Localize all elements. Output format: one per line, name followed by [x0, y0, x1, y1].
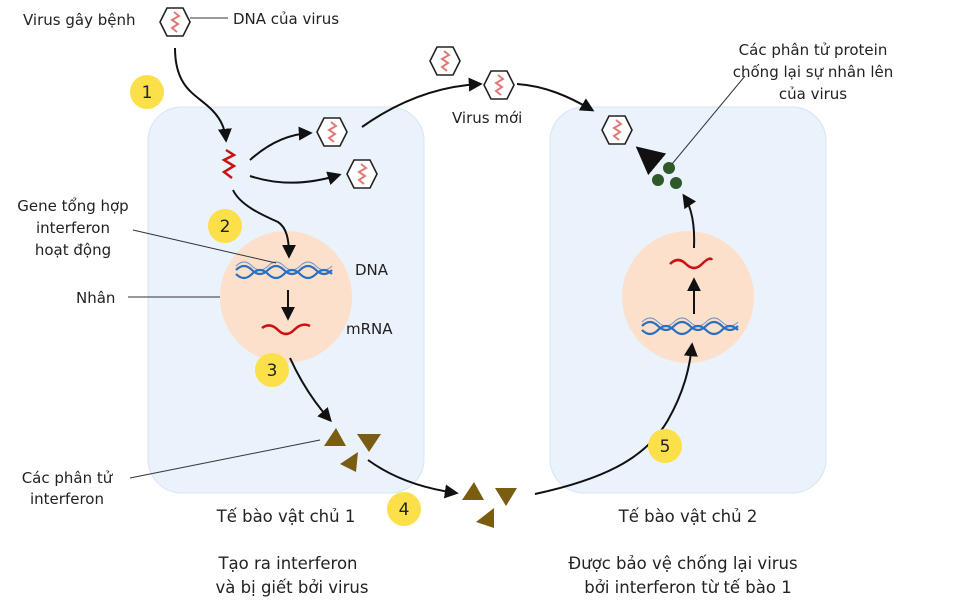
- new-virus-label: Virus mới: [452, 109, 522, 127]
- arrow-secretion: [367, 459, 459, 499]
- blocked-virus-icon: [601, 115, 633, 145]
- interferon-label-line-1: Các phân tử: [22, 469, 114, 487]
- dna-icon: [641, 317, 739, 336]
- mrna-icon: [261, 323, 311, 336]
- interferon-pointer: [129, 439, 321, 479]
- block-arrow: [635, 146, 667, 176]
- arrow-entry: [174, 47, 232, 143]
- step-badge-3: 3: [255, 353, 289, 387]
- nucleus-cell-1: [220, 231, 352, 363]
- arrow-signal-cell-2: [534, 342, 698, 495]
- virus-copy-icon: [316, 117, 348, 147]
- mrna-icon: [669, 257, 714, 270]
- nucleus-cell-2: [622, 231, 754, 363]
- virus-copy-icon: [346, 159, 378, 189]
- antiviral-protein-label-line-3: của virus: [779, 85, 847, 103]
- cell-1-title: Tế bào vật chủ 1: [216, 507, 356, 526]
- protein-pointer: [671, 75, 746, 165]
- step-badge-1: 1: [130, 75, 164, 109]
- cell-1-caption-line-1: Tạo ra interferon: [217, 554, 357, 573]
- mrna-label: mRNA: [346, 320, 393, 338]
- new-virus-icon: [483, 70, 515, 100]
- arrow-to-cell-2: [516, 83, 595, 112]
- arrow-activate-gene: [232, 189, 296, 259]
- arrow-to-proteins: [682, 193, 697, 249]
- svg-text:2: 2: [220, 217, 231, 237]
- step-badge-5: 5: [648, 429, 682, 463]
- interferon-molecules-cell-1: [324, 428, 381, 472]
- svg-text:5: 5: [660, 437, 671, 457]
- arrow-translation: [289, 357, 332, 423]
- arrow-new-virus: [361, 77, 483, 128]
- antiviral-protein-label-line-1: Các phân tử protein: [739, 41, 888, 59]
- cell-2-caption-line-2: bởi interferon từ tế bào 1: [584, 578, 791, 597]
- nucleus-label: Nhân: [76, 289, 115, 307]
- dna-label: DNA: [355, 261, 389, 279]
- interferon-label-line-2: interferon: [30, 490, 104, 508]
- dna-icon: [235, 261, 333, 280]
- cell-1-caption-line-2: và bị giết bởi virus: [216, 578, 369, 597]
- cell-2-title: Tế bào vật chủ 2: [618, 507, 758, 526]
- antiviral-protein-label-line-2: chống lại sự nhân lên: [733, 63, 894, 81]
- cell-2-caption-line-1: Được bảo vệ chống lại virus: [568, 554, 797, 573]
- gene-label-line-2: interferon: [36, 219, 110, 237]
- viral-rna-icon: [221, 148, 237, 179]
- step-badge-4: 4: [387, 492, 421, 526]
- svg-text:1: 1: [142, 83, 153, 103]
- viral-dna-label: DNA của virus: [233, 10, 339, 28]
- arrow-replicate-2: [249, 171, 342, 186]
- svg-text:4: 4: [399, 500, 410, 520]
- svg-text:3: 3: [267, 361, 278, 381]
- pathogenic-virus-label: Virus gây bệnh: [23, 11, 135, 29]
- gene-label-line-1: Gene tổng hợp: [17, 197, 128, 215]
- pathogenic-virus-icon: [159, 7, 191, 37]
- interferon-molecules-secreted: [462, 482, 517, 528]
- step-badge-2: 2: [208, 209, 242, 243]
- gene-label-line-3: hoạt động: [35, 241, 111, 259]
- arrow-replicate-1: [249, 126, 313, 161]
- gene-pointer: [132, 229, 277, 264]
- new-virus-icon: [429, 46, 461, 76]
